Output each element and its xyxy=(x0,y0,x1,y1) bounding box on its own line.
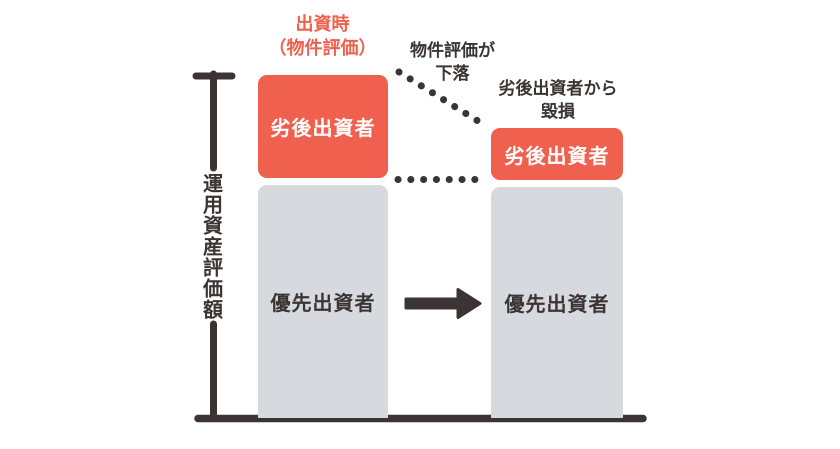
annotation-loss-line1: 劣後出資者から xyxy=(498,79,618,99)
annotation-valuation-drop-line1: 物件評価が xyxy=(410,41,495,61)
arrow-right-icon xyxy=(404,288,482,319)
annotation-funding-time: 出資時 （物件評価） xyxy=(240,13,405,61)
annotation-valuation-drop: 物件評価が 下落 xyxy=(385,40,520,86)
annotation-funding-time-line2: （物件評価） xyxy=(268,38,377,59)
box-subordinated-after: 劣後出資者 xyxy=(491,128,623,180)
box-subordinated-before: 劣後出資者 xyxy=(258,75,388,178)
annotation-valuation-drop-line2: 下落 xyxy=(435,64,470,84)
axis-label: 運用資産評価額 xyxy=(199,172,224,320)
box-priority-after: 優先出資者 xyxy=(491,187,623,418)
box-priority-before: 優先出資者 xyxy=(258,185,388,418)
annotation-loss-from-subordinated: 劣後出資者から 毀損 xyxy=(480,78,636,124)
annotation-loss-line2: 毀損 xyxy=(541,102,575,122)
annotation-funding-time-line1: 出資時 xyxy=(295,14,350,35)
